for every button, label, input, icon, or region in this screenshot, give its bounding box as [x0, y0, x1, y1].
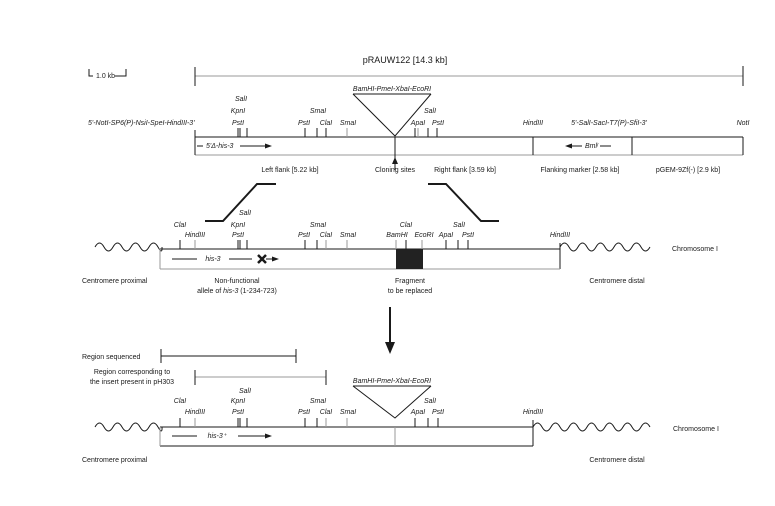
region-insert-label-1: Region corresponding to — [94, 369, 170, 376]
plasmid-map: BamHI-PmeI-XbaI-EcoRI 5'Δ-his-3 Bmlʳ — [194, 86, 744, 170]
site-label: PstI — [298, 409, 310, 416]
segment-label-cloning-sites: Cloning sites — [375, 167, 416, 174]
new-mcs-label: BamHI-PmeI-XbaI-EcoRI — [353, 378, 431, 385]
wt-chromosome-label: Chromosome I — [672, 246, 718, 253]
plasmid-marker-label: Bmlʳ — [585, 143, 599, 150]
fragment-label-2: to be replaced — [388, 288, 432, 295]
site-label: SalI — [239, 210, 251, 217]
site-label: BamHI — [386, 232, 407, 239]
site-label: SalI — [424, 108, 436, 115]
region-insert-label-2: the insert present in pH303 — [90, 379, 174, 386]
site-label: SmaI — [340, 120, 356, 127]
site-label: SmaI — [310, 108, 326, 115]
site-label: ClaI — [320, 409, 333, 416]
site-label: SalI — [239, 388, 251, 395]
wt-gene-label: his-3 — [205, 256, 220, 263]
site-label: PstI — [232, 120, 244, 127]
site-label: KpnI — [231, 398, 245, 405]
wt-left-label: Centromere proximal — [82, 278, 148, 285]
gene-arrow-icon — [265, 433, 272, 439]
chromosome-new: BamHI-PmeI-XbaI-EcoRI his-3⁺ — [94, 378, 651, 447]
fragment-label-1: Fragment — [395, 278, 425, 285]
wt-right-label: Centromere distal — [589, 278, 645, 285]
site-label: PstI — [232, 232, 244, 239]
site-label: EcoRI — [414, 232, 433, 239]
new-right-label: Centromere distal — [589, 457, 645, 464]
allele-label-2: allele of his-3 (1-234-723) — [197, 288, 277, 295]
allele-label-1: Non-functional — [214, 278, 260, 285]
segment-label-vector: pGEM-9Zf(-) [2.9 kb] — [656, 167, 720, 174]
chromosome-wt: his-3 — [94, 240, 651, 270]
site-label: PstI — [432, 120, 444, 127]
site-label: PstI — [462, 232, 474, 239]
plasmid-span-ends — [194, 66, 744, 86]
new-chromosome-label: Chromosome I — [673, 426, 719, 433]
site-label: HindIII — [185, 232, 205, 239]
site-label: ClaI — [174, 398, 187, 405]
site-label: PstI — [232, 409, 244, 416]
site-label: ClaI — [400, 222, 413, 229]
down-arrow-icon — [385, 342, 395, 354]
region-insert-ends — [194, 370, 327, 385]
site-label: KpnI — [231, 108, 245, 115]
left-polylinker-label: 5'-NotI-SP6(P)-NsiI-SpeI-HindIII-3' — [88, 120, 195, 127]
segment-label-flanking-marker: Flanking marker [2.58 kb] — [541, 167, 620, 174]
site-label: HindIII — [523, 120, 543, 127]
site-label: ClaI — [320, 232, 333, 239]
site-label: ClaI — [174, 222, 187, 229]
site-label: HindIII — [550, 232, 570, 239]
mutation-x-icon — [257, 254, 267, 264]
site-label: SalI — [453, 222, 465, 229]
site-label: PstI — [432, 409, 444, 416]
gene-arrow-icon — [272, 256, 279, 262]
right-end-label: NotI — [737, 120, 750, 127]
plasmid-mcs-label: BamHI-PmeI-XbaI-EcoRI — [353, 86, 431, 93]
crossover-left — [205, 183, 276, 222]
marker-arrow-icon — [565, 143, 572, 149]
scale-bar: 1.0 kb — [88, 69, 127, 80]
site-label: SmaI — [340, 232, 356, 239]
new-gene-label: his-3⁺ — [208, 433, 228, 440]
site-label: SmaI — [310, 398, 326, 405]
site-label: SmaI — [310, 222, 326, 229]
site-label: PstI — [298, 120, 310, 127]
site-label: ClaI — [320, 120, 333, 127]
site-label: ApaI — [410, 409, 425, 416]
gene-arrow-icon — [265, 143, 272, 149]
new-left-label: Centromere proximal — [82, 457, 148, 464]
fragment-to-replace-block — [396, 249, 423, 269]
site-label: ApaI — [438, 232, 453, 239]
crossover-right — [428, 183, 499, 222]
segment-label-right-flank: Right flank [3.59 kb] — [434, 167, 496, 174]
site-label: SalI — [424, 398, 436, 405]
plasmid-gene-label: 5'Δ-his-3 — [206, 143, 234, 150]
region-sequenced-bracket — [160, 349, 297, 363]
site-label: HindIII — [185, 409, 205, 416]
right-polylinker-label: 5'-SalI-SacI-T7(P)-SfiI-3' — [571, 120, 647, 127]
site-label: PstI — [298, 232, 310, 239]
site-label: SmaI — [340, 409, 356, 416]
site-label: HindIII — [523, 409, 543, 416]
site-label: KpnI — [231, 222, 245, 229]
scale-bar-label: 1.0 kb — [96, 73, 115, 80]
region-sequenced-label: Region sequenced — [82, 354, 140, 361]
site-label: ApaI — [410, 120, 425, 127]
cloning-site-arrow-icon — [392, 157, 398, 164]
plasmid-title: pRAUW122 [14.3 kb] — [363, 55, 448, 65]
segment-label-left-flank: Left flank [5.22 kb] — [261, 167, 318, 174]
site-label: SalI — [235, 96, 247, 103]
